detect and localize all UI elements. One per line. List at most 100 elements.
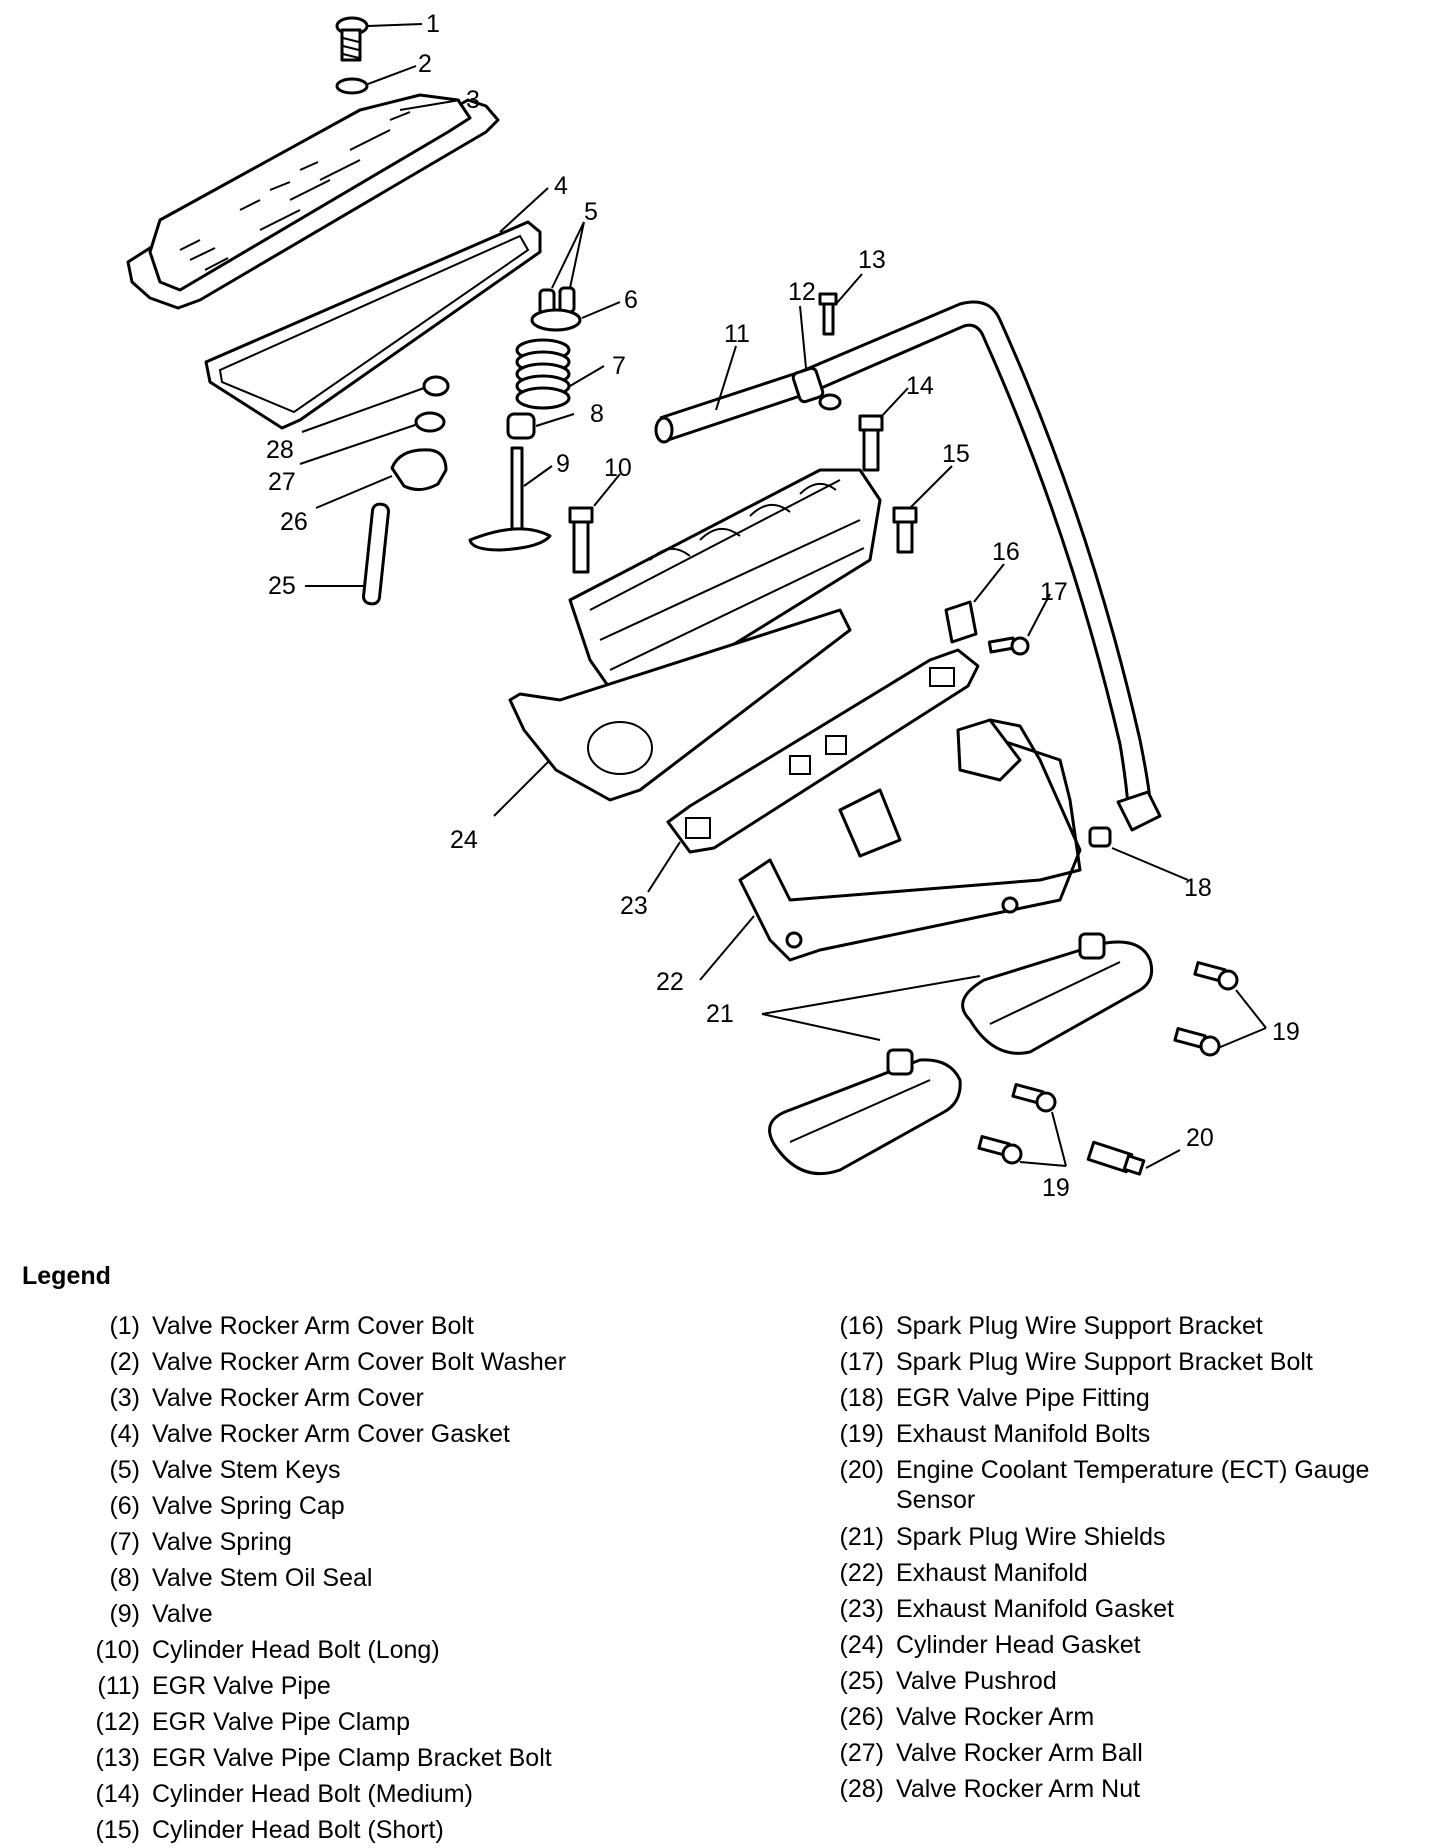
callout-2: 2 [418, 50, 432, 78]
exhaust-manifold-bolt [1193, 961, 1239, 991]
callout-leader-lines [299, 23, 1267, 1169]
legend-item: (23)Exhaust Manifold Gasket [816, 1591, 1456, 1627]
legend-item: (17) Spark Plug Wire Support Bracket Bolt [816, 1344, 1456, 1380]
legend-item: (1)Valve Rocker Arm Cover Bolt [72, 1308, 712, 1344]
legend-item: (21) Spark Plug Wire Shields [816, 1519, 1456, 1555]
legend-number: (27) [839, 1739, 884, 1767]
legend-number: (24) [839, 1631, 884, 1659]
legend-number: (17) [839, 1348, 884, 1376]
callout-13: 13 [858, 246, 886, 274]
callout-9: 9 [556, 450, 570, 478]
legend-item: (8)Valve Stem Oil Seal [72, 1560, 712, 1596]
cylinder-head-bolt-medium [858, 414, 884, 472]
legend-text: Cylinder Head Gasket [896, 1631, 1141, 1659]
callout-23: 23 [620, 892, 648, 920]
legend-item: (15)Cylinder Head Bolt (Short) [72, 1812, 712, 1848]
callout-18: 18 [1184, 874, 1212, 902]
legend-text: Valve Rocker Arm [896, 1703, 1095, 1731]
legend-text: Valve Spring Cap [152, 1492, 345, 1520]
cylinder-head-bolt-short [892, 506, 918, 554]
legend-item: (24) Cylinder Head Gasket [816, 1627, 1456, 1663]
valve-pushrod [362, 502, 390, 606]
callout-5: 5 [584, 198, 598, 226]
legend-text: Valve Rocker Arm Cover Gasket [152, 1420, 510, 1448]
exhaust-manifold [738, 718, 1082, 962]
callout-11: 11 [724, 320, 750, 348]
callout-3: 3 [466, 86, 480, 114]
legend-number: (15) [95, 1816, 140, 1844]
legend-text: Spark Plug Wire Support Bracket Bolt [896, 1348, 1313, 1376]
legend-text: Valve [152, 1600, 213, 1628]
callout-17: 17 [1040, 578, 1068, 606]
legend-number: (20) [839, 1456, 884, 1484]
spark-plug-wire-shield [768, 1048, 962, 1176]
legend-item: (6)Valve Spring Cap [72, 1488, 712, 1524]
legend-number: (18) [839, 1384, 884, 1412]
callout-22: 22 [656, 968, 684, 996]
cover-bolt-washer [335, 77, 369, 95]
legend-text: Valve Stem Keys [152, 1456, 341, 1484]
exploded-parts-diagram: 1 2 3 4 5 6 7 8 9 10 11 12 13 14 15 16 1… [126, 10, 1300, 1202]
legend-item: (12)EGR Valve Pipe Clamp [72, 1704, 712, 1740]
legend-number: (16) [839, 1312, 884, 1340]
legend-item: (9) Valve [72, 1596, 712, 1632]
callout-16: 16 [992, 538, 1020, 566]
callout-27: 27 [268, 468, 296, 496]
callout-28: 28 [266, 436, 294, 464]
legend-item: (25) Valve Pushrod [816, 1663, 1456, 1699]
legend-text: Valve Rocker Arm Ball [896, 1739, 1143, 1767]
legend-text: Exhaust Manifold [896, 1559, 1088, 1587]
legend-item: (3)Valve Rocker Arm Cover [72, 1380, 712, 1416]
spark-plug-wire-support-bracket [944, 600, 978, 644]
valve-rocker-arm [390, 448, 448, 491]
valve-spring-cap [530, 308, 582, 332]
callout-4: 4 [554, 172, 568, 200]
legend-number: (5) [109, 1456, 140, 1484]
legend-text: Spark Plug Wire Shields [896, 1523, 1166, 1551]
callout-15: 15 [942, 440, 970, 468]
legend-number: (19) [839, 1420, 884, 1448]
cylinder-head-bolt-long [568, 506, 594, 574]
callout-19-upper: 19 [1272, 1018, 1300, 1046]
spark-plug-wire-shield [961, 932, 1154, 1055]
callout-24: 24 [450, 826, 478, 854]
legend-item: (11)EGR Valve Pipe [72, 1668, 712, 1704]
egr-valve-pipe-clamp [791, 366, 842, 411]
legend-item: (5) Valve Stem Keys [72, 1452, 712, 1488]
valve-stem-keys [538, 286, 576, 316]
valve-stem-oil-seal [506, 412, 536, 440]
legend-right-column: (16)Spark Plug Wire Support Bracket (17)… [816, 1308, 1456, 1807]
callout-19-lower: 19 [1042, 1174, 1070, 1202]
legend-number: (23) [839, 1595, 884, 1623]
legend-number: (22) [839, 1559, 884, 1587]
callout-21: 21 [706, 1000, 734, 1028]
legend-number: (25) [839, 1667, 884, 1695]
legend-number: (4) [109, 1420, 140, 1448]
rocker-arm-ball [414, 411, 446, 433]
callout-1: 1 [426, 10, 440, 38]
legend-item: (13)EGR Valve Pipe Clamp Bracket Bolt [72, 1740, 712, 1776]
legend-number: (1) [109, 1312, 140, 1340]
legend-item: (10) Cylinder Head Bolt (Long) [72, 1632, 712, 1668]
exhaust-manifold-gasket [666, 648, 980, 854]
legend-text: Valve Spring [152, 1528, 292, 1556]
legend-text: EGR Valve Pipe Fitting [896, 1384, 1150, 1412]
legend-item: (4) Valve Rocker Arm Cover Gasket [72, 1416, 712, 1452]
legend-number: (14) [95, 1780, 140, 1808]
legend-text: Valve Rocker Arm Cover [152, 1384, 424, 1412]
valve-rocker-arm-cover [126, 93, 500, 310]
legend-text: Valve Pushrod [896, 1667, 1057, 1695]
legend-item: (16)Spark Plug Wire Support Bracket [816, 1308, 1456, 1344]
ect-gauge-sensor [1086, 1140, 1146, 1176]
valve [468, 446, 552, 552]
legend-number: (9) [109, 1600, 140, 1628]
legend-number: (21) [839, 1523, 884, 1551]
callout-20: 20 [1186, 1124, 1214, 1152]
legend-left-column: (1)Valve Rocker Arm Cover Bolt (2)Valve … [72, 1308, 712, 1848]
legend-item: (27) Valve Rocker Arm Ball [816, 1735, 1456, 1771]
legend-text: Exhaust Manifold Bolts [896, 1420, 1151, 1448]
legend-number: (10) [95, 1636, 140, 1664]
legend-number: (12) [95, 1708, 140, 1736]
legend-item: (20)Engine Coolant Temperature (ECT) Gau… [816, 1455, 1456, 1515]
legend-text: Cylinder Head Bolt (Long) [152, 1636, 440, 1664]
